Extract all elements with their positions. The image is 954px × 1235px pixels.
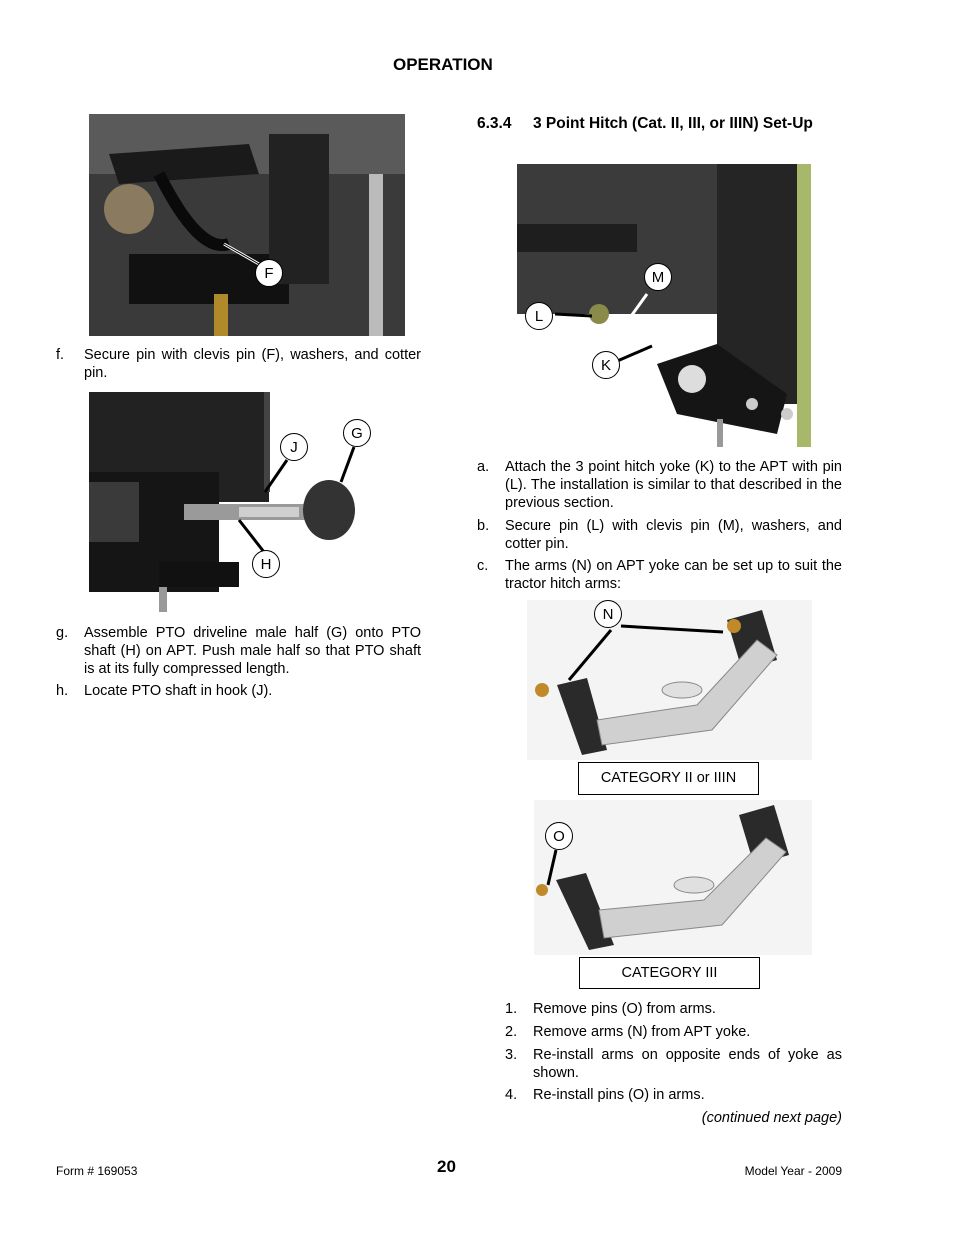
callout-arrow-fig5 xyxy=(546,849,558,886)
step-text: Locate PTO shaft in hook (J). xyxy=(84,683,273,699)
callout-g: G xyxy=(343,419,371,447)
section-number: 6.3.4 xyxy=(477,115,512,132)
substep-1: 1. Remove pins (O) from arms. xyxy=(505,1000,842,1018)
step-text: Secure pin with clevis pin (F), washers,… xyxy=(84,347,421,381)
callout-f: F xyxy=(255,259,283,287)
step-label: g. xyxy=(56,625,69,641)
caption-category-ii-iiin: CATEGORY II or IIIN xyxy=(578,762,759,795)
callout-arrows-fig2 xyxy=(237,446,356,553)
step-label: a. xyxy=(477,459,490,475)
substep-label: 1. xyxy=(505,1001,518,1017)
callout-j: J xyxy=(280,433,308,461)
photo-hitch-yoke: M L K xyxy=(517,164,811,447)
step-text: Secure pin (L) with clevis pin (M), wash… xyxy=(505,518,842,552)
callout-arrows-fig3 xyxy=(554,293,653,364)
callout-h: H xyxy=(252,550,280,578)
step-g: g. Assemble PTO driveline male half (G) … xyxy=(56,624,421,678)
substep-text: Remove arms (N) from APT yoke. xyxy=(533,1024,751,1040)
substep-label: 4. xyxy=(505,1087,518,1103)
yoke-iii-drawing xyxy=(534,800,812,955)
step-h: h. Locate PTO shaft in hook (J). xyxy=(56,682,421,700)
callout-m: M xyxy=(644,263,672,291)
model-year: Model Year - 2009 xyxy=(744,1164,842,1178)
step-label: c. xyxy=(477,558,489,574)
substep-text: Re-install arms on opposite ends of yoke… xyxy=(533,1047,842,1081)
yoke-category-iii-illustration: O xyxy=(534,800,812,955)
callout-o: O xyxy=(545,822,573,850)
hitch-yoke-illustration xyxy=(517,164,811,447)
step-label: f. xyxy=(56,347,65,363)
step-text: The arms (N) on APT yoke can be set up t… xyxy=(505,558,842,592)
form-number: Form # 169053 xyxy=(56,1164,138,1178)
clevis-pin-illustration xyxy=(89,114,405,336)
yoke-category-ii-iiin-illustration: N xyxy=(527,600,812,760)
step-label: b. xyxy=(477,518,490,534)
step-text: Attach the 3 point hitch yoke (K) to the… xyxy=(505,459,842,511)
callout-k: K xyxy=(592,351,620,379)
substep-text: Remove pins (O) from arms. xyxy=(533,1001,716,1017)
step-a: a. Attach the 3 point hitch yoke (K) to … xyxy=(477,458,842,512)
step-text: Assemble PTO driveline male half (G) ont… xyxy=(84,625,421,677)
photo-pto-driveline: J G H xyxy=(89,392,389,612)
substep-label: 3. xyxy=(505,1047,518,1063)
substep-label: 2. xyxy=(505,1024,518,1040)
page-header: OPERATION xyxy=(393,55,493,74)
step-label: h. xyxy=(56,683,69,699)
callout-n: N xyxy=(594,600,622,628)
page-number: 20 xyxy=(437,1157,456,1176)
yoke-ii-iiin-drawing xyxy=(527,600,812,760)
step-c: c. The arms (N) on APT yoke can be set u… xyxy=(477,557,842,593)
section-title: 3 Point Hitch (Cat. II, III, or IIIN) Se… xyxy=(533,115,813,132)
callout-arrows-fig4 xyxy=(567,624,724,681)
callout-l: L xyxy=(525,302,553,330)
photo-clevis-pin: F xyxy=(89,114,405,336)
step-b: b. Secure pin (L) with clevis pin (M), w… xyxy=(477,517,842,553)
substep-2: 2. Remove arms (N) from APT yoke. xyxy=(505,1023,842,1041)
step-f: f. Secure pin with clevis pin (F), washe… xyxy=(56,346,421,382)
substep-4: 4. Re-install pins (O) in arms. xyxy=(505,1086,842,1104)
continued-note: (continued next page) xyxy=(701,1110,842,1126)
substep-3: 3. Re-install arms on opposite ends of y… xyxy=(505,1046,842,1082)
substep-text: Re-install pins (O) in arms. xyxy=(533,1087,705,1103)
caption-category-iii: CATEGORY III xyxy=(579,957,760,989)
callout-arrow-f xyxy=(223,242,260,266)
pto-driveline-illustration xyxy=(89,392,355,612)
